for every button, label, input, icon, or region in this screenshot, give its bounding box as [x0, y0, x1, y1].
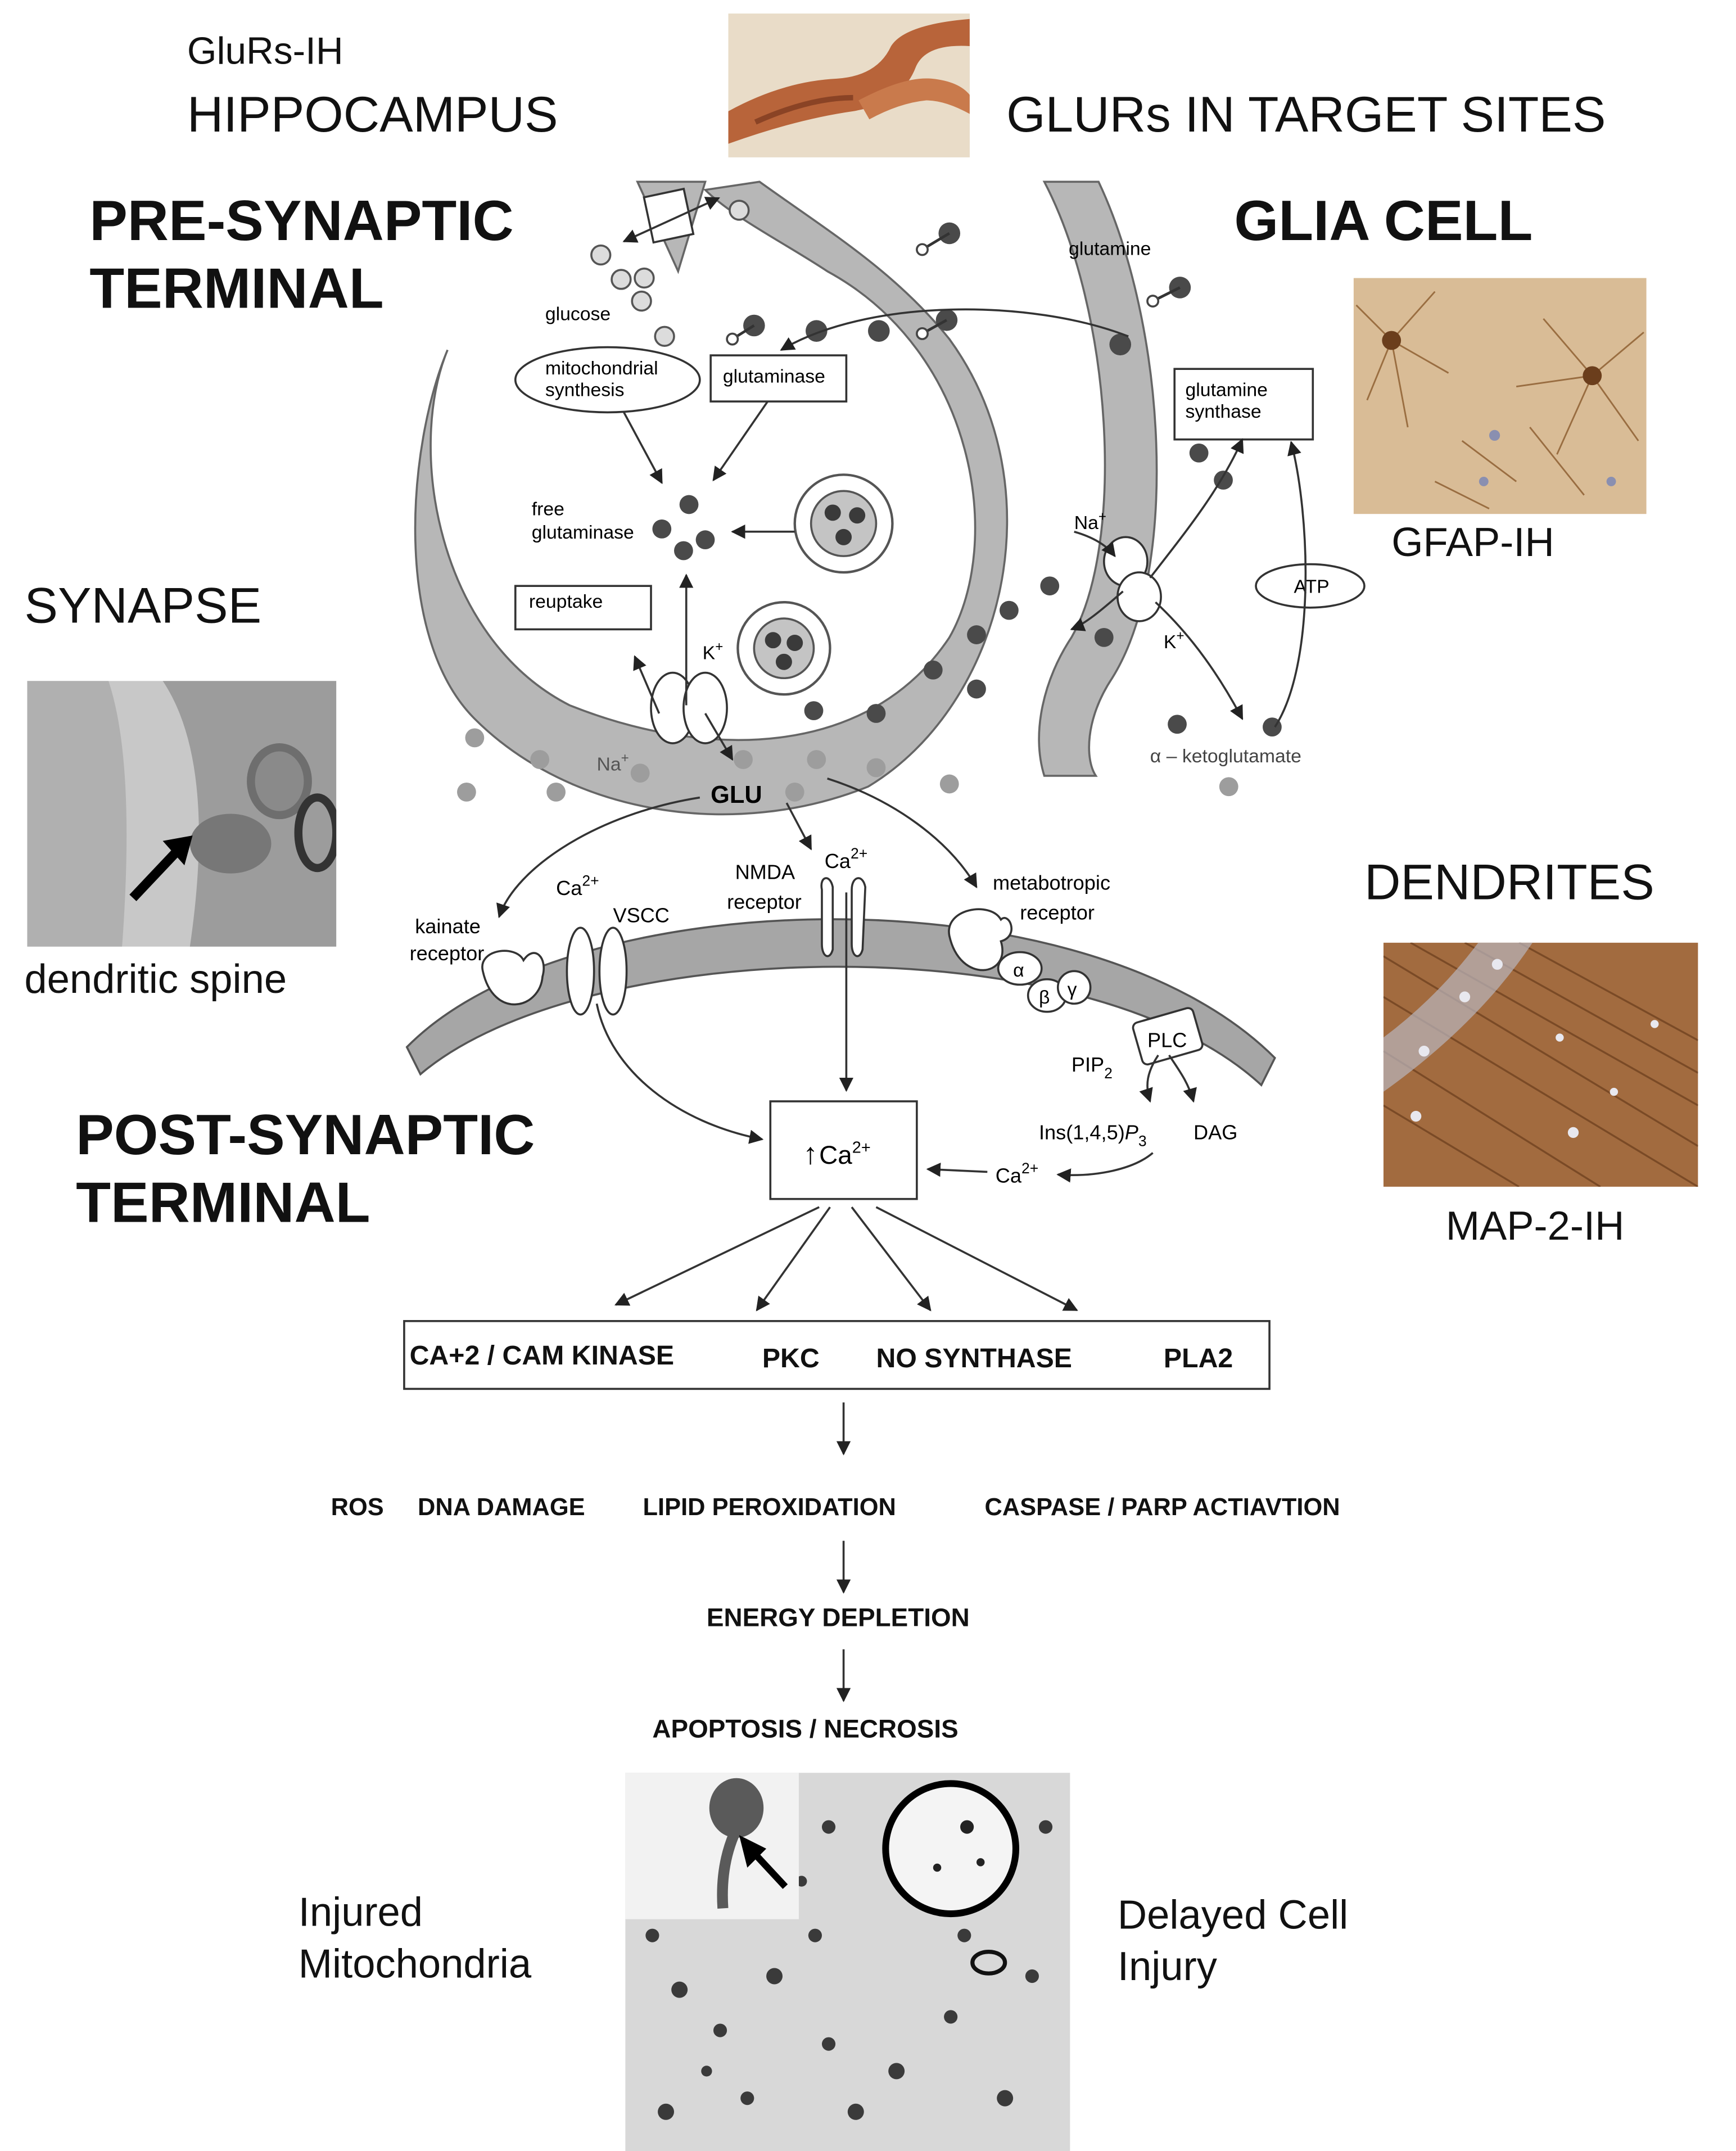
nmda-text-2: receptor: [727, 890, 802, 913]
dendritic-spine-label: dendritic spine: [24, 957, 287, 1002]
glutamine-text: glutamine: [1069, 238, 1151, 260]
glutaminase-text: glutaminase: [723, 365, 825, 387]
post-receptors: [481, 877, 1204, 1066]
reuptake-box: [514, 585, 652, 631]
ca-nmda: Ca2+: [825, 845, 867, 873]
metabotropic-text-1: metabotropic: [993, 871, 1110, 894]
metabotropic-text-2: receptor: [1020, 901, 1095, 924]
dendrites-label: DENDRITES: [1364, 854, 1654, 910]
gfap-ih-label: GFAP-IH: [1391, 521, 1554, 566]
synaptic-vesicles: [736, 473, 894, 696]
na-plus-glia: Na+: [1074, 509, 1106, 533]
glu-text: GLU: [711, 781, 762, 808]
glia-channel: [1102, 536, 1162, 622]
pre-reuptake-channel: [650, 671, 728, 744]
k-plus-glia: K+: [1164, 629, 1185, 653]
nmda-text-1: NMDA: [735, 860, 795, 883]
apoptosis-necrosis: APOPTOSIS / NECROSIS: [652, 1715, 959, 1745]
top-transporter: [643, 187, 695, 244]
energy-depletion: ENERGY DEPLETION: [706, 1604, 970, 1633]
enzyme-camkinase: CA+2 / CAM KINASE: [409, 1341, 675, 1372]
glucose-molecules: [590, 200, 750, 347]
glutamine-synthase-text-2: synthase: [1186, 401, 1262, 422]
injury-em-photo: [625, 1773, 1070, 2151]
dag-text: DAG: [1194, 1120, 1237, 1144]
glutaminase-box: [709, 354, 848, 403]
glucose-text: glucose: [545, 303, 611, 324]
mito-synthesis-oval: [514, 346, 701, 414]
alpha-text: α: [1013, 960, 1024, 981]
glurs-ih-label: GluRs-IH: [187, 30, 343, 72]
kainate-text-1: kainate: [415, 915, 481, 938]
glia-membrane: [1038, 180, 1158, 777]
enzyme-box: [403, 1319, 1271, 1390]
ca-vscc: Ca2+: [556, 872, 599, 900]
effect-lipid: LIPID PEROXIDATION: [643, 1493, 896, 1521]
hippocampus-photo: [728, 13, 970, 157]
k-plus-pre: K+: [703, 639, 724, 663]
ca-return: Ca2+: [996, 1160, 1038, 1187]
enzyme-pkc: PKC: [762, 1344, 820, 1374]
ins-text: Ins(1,4,5)P3: [1039, 1120, 1147, 1149]
gamma-text: γ: [1068, 979, 1077, 1000]
gfap-photo: [1353, 278, 1647, 514]
atp-text: ATP: [1294, 576, 1330, 597]
target-sites-label: GLURs IN TARGET SITES: [1006, 87, 1606, 143]
ca-box-text: Ca2+: [819, 1139, 871, 1169]
enzyme-no-synthase: NO SYNTHASE: [876, 1344, 1073, 1374]
plc-text: PLC: [1147, 1028, 1187, 1051]
glutamine-synthase-box: [1173, 368, 1314, 441]
synapse-label: SYNAPSE: [24, 577, 262, 634]
synapse-em-photo: [27, 681, 337, 947]
calcium-box: [769, 1100, 918, 1200]
vscc-text: VSCC: [613, 903, 670, 927]
effect-dna: DNA DAMAGE: [418, 1493, 585, 1521]
map2-photo: [1383, 942, 1698, 1187]
enzyme-pla2: PLA2: [1163, 1344, 1233, 1374]
keto-text: α – ketoglutamate: [1150, 745, 1301, 767]
hippocampus-label: HIPPOCAMPUS: [187, 87, 558, 143]
free-glutaminase-text-1: free: [532, 499, 564, 520]
cleft-molecules: [457, 728, 1238, 802]
free-glutaminase-text-2: glutaminase: [532, 522, 634, 543]
ca-up-arrow: ↑: [803, 1137, 818, 1171]
effect-caspase: CASPASE / PARP ACTIAVTION: [984, 1493, 1340, 1521]
effect-ros: ROS: [331, 1493, 384, 1521]
pip2-text: PIP2: [1072, 1053, 1113, 1082]
map2-ih-label: MAP-2-IH: [1445, 1204, 1625, 1249]
reuptake-text: reuptake: [529, 591, 603, 612]
glutamine-synthase-text-1: glutamine: [1186, 379, 1268, 400]
mito-synthesis-text-2: synthesis: [545, 379, 625, 400]
na-plus-pre: Na+: [597, 751, 629, 775]
kainate-text-2: receptor: [410, 942, 485, 965]
mito-synthesis-text-1: mitochondrial: [545, 358, 658, 379]
atp-oval: [1255, 563, 1366, 609]
glia-cell-heading: GLIA CELL: [1234, 188, 1533, 252]
beta-text: β: [1039, 987, 1050, 1008]
